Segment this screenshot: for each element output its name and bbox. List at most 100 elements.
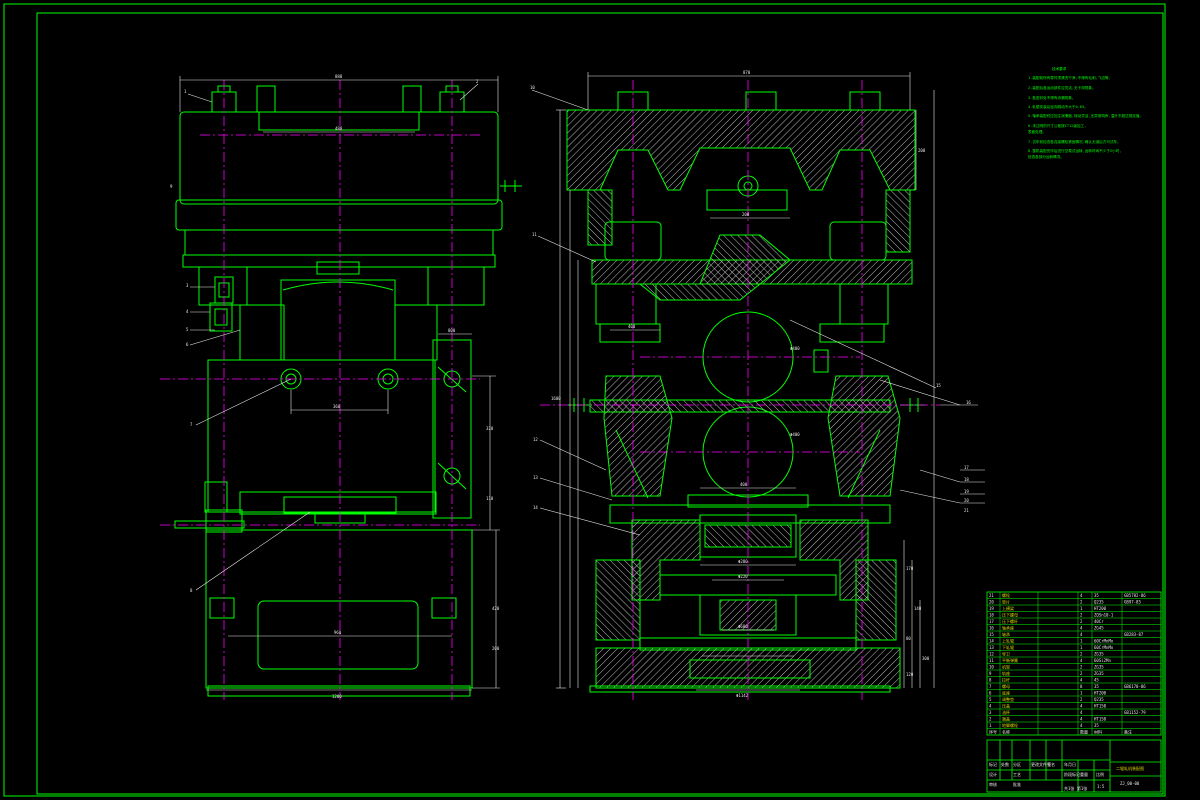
front-view [174, 85, 522, 697]
parts-header-no: 序号 [989, 729, 997, 735]
tb-label-weight: 重量 [1080, 771, 1088, 777]
parts-cell-qty: 4 [1080, 593, 1083, 598]
parts-cell-name: 机架 [1002, 664, 1010, 670]
side-dim-texts: 870 200 200 400 Φ400 Φ400 400 Φ280 Φ220 … [551, 70, 930, 698]
balloon-20: 20 [964, 498, 969, 503]
parts-cell-name: 拉杆 [1002, 677, 1010, 683]
parts-cell-name: 螺母 [1002, 683, 1010, 689]
parts-cell-no: 19 [989, 606, 994, 611]
parts-cell-no: 15 [989, 632, 994, 637]
note-line: 2.装配后各运动部件应灵活,无卡滞现象。 [1028, 85, 1096, 90]
dim-side-top-h: 200 [918, 148, 926, 153]
dim-front-right-h4: 200 [492, 646, 500, 651]
outer-border [3, 3, 1166, 797]
dim-side-right-h4: 300 [922, 656, 930, 661]
front-centerlines [160, 80, 480, 700]
tb-label-stage: 阶段标记 [1064, 771, 1080, 777]
parts-cell-name: 轴承座 [1002, 625, 1014, 631]
parts-cell-no: 11 [989, 658, 994, 663]
parts-cell-qty: 2 [1080, 671, 1083, 676]
title-block-texts: 标记 处数 分区 更改文件号 签名 年月日 设计 审核 工艺 批准 阶段标记 重… [989, 761, 1144, 791]
parts-cell-no: 8 [989, 678, 992, 683]
parts-cell-no: 3 [989, 710, 992, 715]
balloon-16: 16 [966, 400, 971, 405]
parts-cell-no: 10 [989, 665, 994, 670]
tb-sheet: 共1张 第1张 [1064, 785, 1087, 791]
note-line: 3.各密封处不得有渗漏现象。 [1028, 95, 1075, 100]
parts-cell-name: 导卫 [1002, 651, 1010, 657]
parts-cell-no: 13 [989, 645, 994, 650]
parts-cell-name: 平衡弹簧 [1002, 657, 1018, 663]
balloon-13: 13 [533, 475, 538, 480]
balloon-17: 17 [964, 465, 969, 470]
dim-front-base-height: 800 [448, 328, 456, 333]
parts-cell-no: 17 [989, 619, 994, 624]
note-line: 检查各部分运转情况。 [1028, 154, 1064, 159]
balloon-1: 1 [184, 89, 187, 94]
balloon-11: 11 [532, 232, 537, 237]
tb-label-approve: 批准 [1013, 781, 1021, 787]
side-centerlines [540, 80, 940, 700]
balloon-2: 2 [476, 79, 479, 84]
parts-cell-qty: 4 [1080, 704, 1083, 709]
balloon-6: 6 [186, 342, 189, 347]
parts-cell-name: 地脚螺栓 [1002, 722, 1018, 728]
dim-front-base-span: 960 [334, 630, 342, 635]
side-dimensions [531, 72, 985, 691]
balloon-19: 19 [964, 489, 969, 494]
balloon-18: 18 [964, 477, 969, 482]
tb-label-zone: 分区 [1013, 761, 1021, 767]
balloon-9: 9 [170, 184, 173, 189]
dim-side-left-h: 1600 [551, 396, 561, 401]
dim-front-mid-span: 360 [333, 404, 341, 409]
technical-notes: 技术要求 1.装配前所有零件须清洗干净,不得有毛刺,飞边等。 2.装配后各运动部… [1028, 66, 1143, 159]
parts-cell-material: 60CrMnMo [1094, 645, 1114, 650]
notes-title: 技术要求 [1052, 66, 1067, 71]
parts-cell-qty: 4 [1080, 626, 1083, 631]
dim-side-roll-d1: Φ400 [790, 346, 800, 351]
parts-cell-name: 压下螺母 [1002, 612, 1018, 618]
dim-side-overall-width: 870 [743, 70, 751, 75]
parts-cell-material: HT150 [1094, 704, 1107, 709]
parts-cell-qty: 4 [1080, 717, 1083, 722]
parts-cell-std: GB6170-86 [1124, 684, 1146, 689]
balloon-15: 15 [936, 383, 941, 388]
note-line: 5.轴承装配时应加注润滑脂,转动灵活,无异常响声,温升不超过规定值。 [1028, 113, 1143, 118]
dim-side-roll-d2: Φ400 [790, 432, 800, 437]
balloon-4: 4 [186, 309, 189, 314]
note-line: 6.未注明的尺寸公差按IT12级加工, [1028, 123, 1086, 128]
parts-cell-name: 底座 [1002, 690, 1010, 696]
parts-cell-qty: 2 [1080, 600, 1083, 605]
parts-cell-material: 35 [1094, 593, 1099, 598]
balloon-3: 3 [186, 283, 189, 288]
parts-cell-material: 35 [1094, 684, 1099, 689]
parts-cell-name: 油杯 [1002, 709, 1010, 715]
parts-cell-name: 轨座 [1002, 670, 1010, 676]
parts-cell-name: 上轧辊 [1002, 638, 1014, 644]
parts-cell-material: ZG45 [1094, 626, 1104, 631]
parts-cell-material: ZQSn10-1 [1094, 613, 1114, 618]
parts-cell-name: 压下螺杆 [1002, 618, 1018, 624]
parts-cell-material: ZG35 [1094, 671, 1104, 676]
tb-label-scale: 比例 [1096, 771, 1104, 777]
parts-cell-material: HT200 [1094, 691, 1107, 696]
parts-cell-qty: 1 [1080, 645, 1083, 650]
dim-front-overall-width: 880 [335, 74, 343, 79]
balloon-8: 8 [190, 588, 193, 593]
parts-cell-qty: 4 [1080, 632, 1083, 637]
parts-cell-qty: 2 [1080, 619, 1083, 624]
parts-cell-no: 5 [989, 697, 992, 702]
tb-label-design: 设计 [989, 771, 997, 777]
parts-cell-name: 垫片 [1002, 599, 1010, 605]
balloon-7: 7 [190, 422, 193, 427]
parts-cell-qty: 2 [1080, 697, 1083, 702]
balloon-21: 21 [964, 508, 969, 513]
dim-side-right-h2: 140 [914, 606, 922, 611]
parts-cell-no: 6 [989, 691, 992, 696]
tb-label-review: 审核 [989, 781, 997, 787]
parts-cell-no: 21 [989, 593, 994, 598]
inner-border [36, 12, 1164, 795]
parts-cell-qty: 4 [1080, 723, 1083, 728]
front-balloons: 1 2 3 4 5 6 7 8 9 [170, 79, 479, 593]
